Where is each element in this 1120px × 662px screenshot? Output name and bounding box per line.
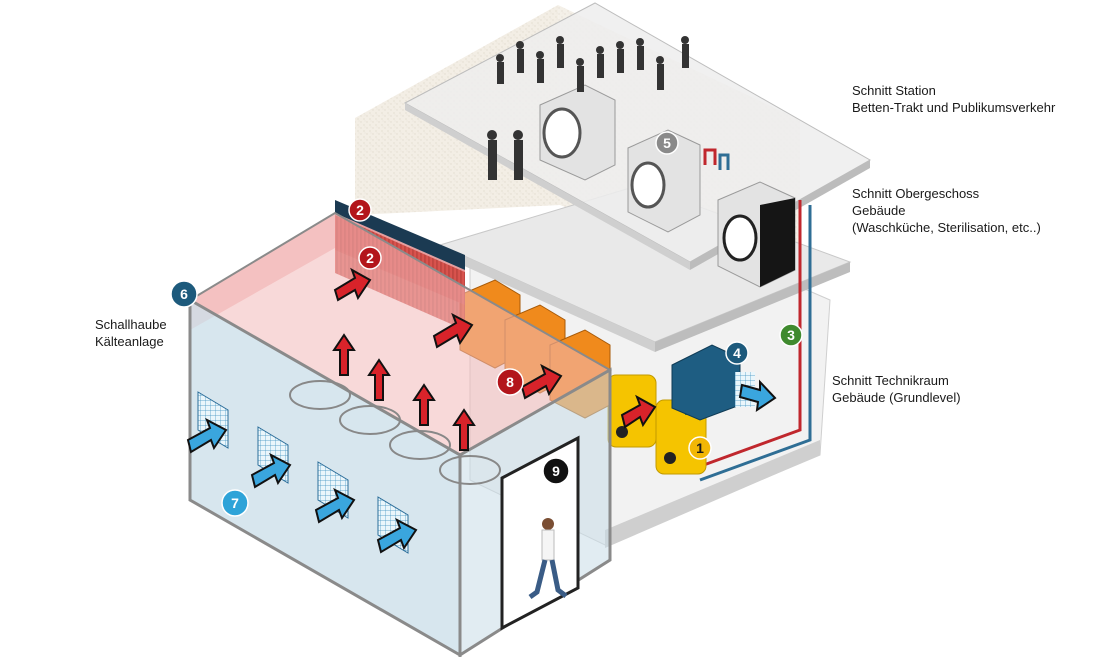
label-technikraum: Schnitt Technikraum Gebäude (Grundlevel) (832, 373, 961, 405)
label-schallhaube: Schallhaube Kälteanlage (95, 317, 167, 349)
svg-text:9: 9 (552, 463, 560, 479)
badge-5: 5 (655, 131, 679, 155)
cold-air-arrows (186, 379, 777, 554)
hot-air-arrows (332, 267, 657, 451)
label-station: Schnitt Station Betten-Trakt und Publiku… (852, 83, 1056, 115)
badge-8: 8 (496, 368, 524, 396)
svg-text:2: 2 (356, 202, 364, 218)
badge-2-enclosure: 2 (358, 246, 382, 270)
svg-text:5: 5 (663, 135, 671, 151)
people-crowd (487, 36, 689, 180)
svg-text:2: 2 (366, 250, 374, 266)
svg-text:4: 4 (733, 345, 741, 361)
door (500, 435, 580, 631)
svg-text:3: 3 (787, 327, 795, 343)
pipes (689, 148, 812, 482)
badge-4: 4 (725, 341, 749, 365)
svg-text:6: 6 (180, 286, 188, 302)
badge-1: 1 (688, 436, 712, 460)
badge-2-top: 2 (348, 198, 372, 222)
badge-6: 6 (170, 280, 198, 308)
svg-text:8: 8 (506, 374, 514, 390)
svg-text:1: 1 (696, 440, 704, 456)
svg-text:7: 7 (231, 495, 239, 511)
washing-machine-1 (539, 84, 616, 181)
badge-9: 9 (542, 457, 570, 485)
badge-7: 7 (221, 489, 249, 517)
label-obergeschoss: Schnitt Obergeschoss Gebäude (Waschküche… (852, 186, 1041, 235)
washing-machine-3 (717, 181, 796, 288)
washing-machine-2 (627, 129, 701, 233)
badge-3: 3 (779, 323, 803, 347)
condenser-fans (289, 380, 501, 485)
